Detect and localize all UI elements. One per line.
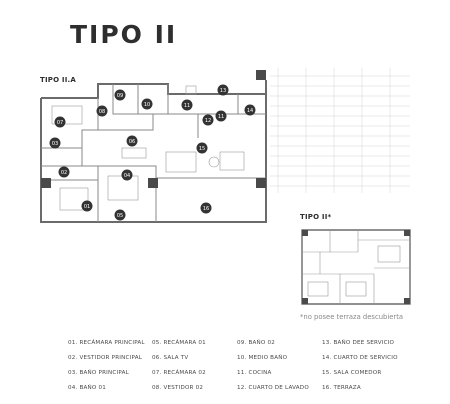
svg-text:01: 01 (84, 204, 90, 210)
legend-item: 05. RECÁMARA 01 (152, 340, 206, 346)
legend-item: 09. BAÑO 02 (237, 340, 276, 346)
room-marker-01: 01 (81, 200, 93, 212)
svg-text:14: 14 (247, 108, 253, 114)
room-marker-14: 14 (244, 104, 256, 116)
legend-item: 06. SALA TV (152, 355, 189, 361)
room-marker-15: 15 (196, 142, 208, 154)
terrace-hatch (270, 68, 410, 193)
floor-plan-a: 01 02 03 04 05 06 07 08 09 10 11 11 12 1… (40, 68, 410, 223)
room-marker-16: 16 (200, 202, 212, 214)
room-marker-12: 12 (202, 114, 214, 126)
svg-text:09: 09 (117, 93, 123, 99)
legend-item: 02. VESTIDOR PRINCIPAL (68, 355, 143, 361)
svg-text:06: 06 (129, 139, 135, 145)
svg-text:15: 15 (199, 146, 205, 152)
note-text: *no posee terraza descubierta (300, 313, 404, 321)
legend-item: 15. SALA COMEDOR (322, 370, 382, 376)
svg-text:16: 16 (203, 206, 209, 212)
legend-item: 07. RECÁMARA 02 (152, 370, 206, 376)
room-marker-02: 02 (58, 166, 70, 178)
room-marker-11b: 11 (215, 110, 227, 122)
room-marker-07: 07 (54, 116, 66, 128)
svg-text:11: 11 (218, 114, 224, 120)
legend-item: 12. CUARTO DE LAVADO (237, 385, 309, 391)
room-marker-09: 09 (114, 89, 126, 101)
legend-item: 14. CUARTO DE SERVICIO (322, 355, 398, 361)
page-title: TIPO II (70, 20, 178, 49)
floor-plan-b (301, 229, 411, 305)
room-marker-06: 06 (126, 135, 138, 147)
svg-text:05: 05 (117, 213, 123, 219)
svg-text:13: 13 (220, 88, 226, 94)
room-marker-08: 08 (96, 105, 108, 117)
room-marker-10: 10 (141, 98, 153, 110)
legend-item: 10. MEDIO BAÑO (237, 355, 288, 361)
legend-item: 16. TERRAZA (322, 385, 361, 391)
plan-a-label: TIPO II.A (40, 76, 76, 84)
legend-item: 08. VESTIDOR 02 (152, 385, 204, 391)
room-marker-03: 03 (49, 137, 61, 149)
room-marker-11: 11 (181, 99, 193, 111)
legend-item: 11. COCINA (237, 370, 272, 376)
room-marker-13: 13 (217, 84, 229, 96)
legend-item: 03. BAÑO PRINCIPAL (68, 370, 129, 376)
room-marker-04: 04 (121, 169, 133, 181)
svg-text:07: 07 (57, 120, 63, 126)
svg-text:12: 12 (205, 118, 211, 124)
svg-text:04: 04 (124, 173, 130, 179)
room-marker-05: 05 (114, 209, 126, 221)
svg-text:10: 10 (144, 102, 150, 108)
svg-text:03: 03 (52, 141, 58, 147)
svg-text:08: 08 (99, 109, 105, 115)
plan-b-label: TIPO II* (300, 213, 332, 221)
svg-text:02: 02 (61, 170, 67, 176)
svg-text:11: 11 (184, 103, 190, 109)
legend-item: 04. BAÑO 01 (68, 385, 107, 391)
legend-item: 01. RECÁMARA PRINCIPAL (68, 340, 145, 346)
legend-item: 13. BAÑO DEE SERVICIO (322, 340, 395, 346)
